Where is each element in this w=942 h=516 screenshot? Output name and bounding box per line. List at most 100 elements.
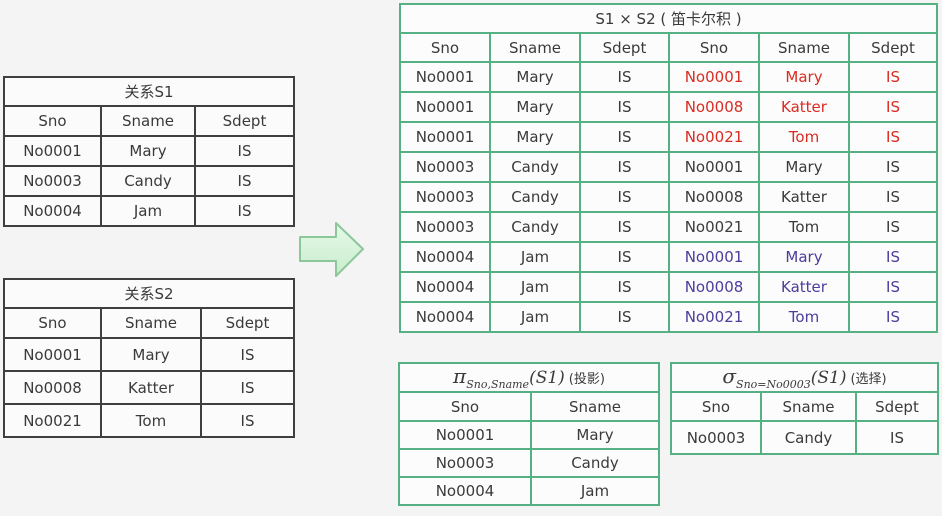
product-cell: Tom bbox=[758, 211, 850, 243]
projection-cell: Jam bbox=[530, 476, 660, 506]
product-cell: Mary bbox=[758, 151, 850, 183]
column-header: Sname bbox=[760, 391, 857, 422]
s2-cell: Mary bbox=[100, 337, 202, 372]
transform-arrow bbox=[297, 220, 367, 280]
column-header: Sname bbox=[100, 105, 196, 137]
product-cell: No0008 bbox=[668, 91, 760, 123]
product-cell: IS bbox=[848, 211, 938, 243]
table-title-row: 关系S2 bbox=[3, 278, 295, 309]
table-title: 关系S2 bbox=[3, 278, 295, 309]
table-title-row: 关系S1 bbox=[3, 76, 295, 107]
product-cell: No0001 bbox=[399, 91, 491, 123]
product-cell: No0001 bbox=[399, 121, 491, 153]
header-row: Sno Sname Sdept Sno Sname Sdept bbox=[399, 32, 938, 63]
sigma-operator: σ bbox=[722, 364, 737, 388]
product-cell: Tom bbox=[758, 301, 850, 333]
s1-cell: IS bbox=[194, 165, 295, 197]
column-header: Sno bbox=[399, 32, 491, 63]
product-cell: IS bbox=[579, 241, 670, 273]
product-cell: IS bbox=[579, 271, 670, 303]
product-cell: IS bbox=[579, 91, 670, 123]
product-cell: Mary bbox=[758, 61, 850, 93]
column-header: Sno bbox=[3, 105, 102, 137]
product-cell: No0003 bbox=[399, 211, 491, 243]
column-header: Sno bbox=[3, 307, 102, 339]
column-header: Sdept bbox=[194, 105, 295, 137]
formula-subscript: Sno=No0003 bbox=[736, 378, 811, 391]
product-cell: IS bbox=[848, 151, 938, 183]
product-cell: Candy bbox=[489, 151, 581, 183]
column-header: Sdept bbox=[848, 32, 938, 63]
formula-subscript: Sno,Sname bbox=[466, 378, 530, 391]
product-cell: Jam bbox=[489, 241, 581, 273]
product-cell: IS bbox=[579, 151, 670, 183]
product-cell: No0008 bbox=[668, 271, 760, 303]
formula-note: (选择) bbox=[850, 372, 887, 387]
product-cell: Tom bbox=[758, 121, 850, 153]
product-cell: Candy bbox=[489, 211, 581, 243]
product-cell: Jam bbox=[489, 301, 581, 333]
product-cell: IS bbox=[848, 271, 938, 303]
s2-cell: IS bbox=[200, 337, 295, 372]
formula-argument: (S1) bbox=[529, 368, 565, 388]
product-cell: No0001 bbox=[668, 241, 760, 273]
product-cell: IS bbox=[848, 301, 938, 333]
product-cell: IS bbox=[848, 91, 938, 123]
projection-cell: Mary bbox=[530, 420, 660, 450]
s1-cell: Mary bbox=[100, 135, 196, 167]
product-cell: No0021 bbox=[668, 301, 760, 333]
column-header: Sno bbox=[670, 391, 762, 422]
product-cell: IS bbox=[579, 61, 670, 93]
s2-cell: Tom bbox=[100, 403, 202, 438]
s2-cell: No0001 bbox=[3, 337, 102, 372]
product-cell: No0004 bbox=[399, 271, 491, 303]
table-title-row: σSno=No0003(S1)(选择) bbox=[670, 362, 939, 393]
s2-cell: No0008 bbox=[3, 370, 102, 405]
column-header: Sname bbox=[758, 32, 850, 63]
product-cell: Jam bbox=[489, 271, 581, 303]
projection-cell: No0001 bbox=[398, 420, 532, 450]
product-cell: Mary bbox=[489, 91, 581, 123]
column-header: Sno bbox=[398, 391, 532, 422]
s1-cell: No0001 bbox=[3, 135, 102, 167]
selection-table: σSno=No0003(S1)(选择) Sno Sname Sdept No00… bbox=[670, 362, 939, 455]
projection-cell: No0004 bbox=[398, 476, 532, 506]
product-cell: IS bbox=[579, 301, 670, 333]
s1-cell: No0003 bbox=[3, 165, 102, 197]
product-cell: IS bbox=[579, 121, 670, 153]
s1-cell: No0004 bbox=[3, 195, 102, 227]
projection-cell: Candy bbox=[530, 448, 660, 478]
product-cell: IS bbox=[848, 121, 938, 153]
product-cell: Katter bbox=[758, 91, 850, 123]
header-row: Sno Sname bbox=[398, 391, 660, 422]
selection-cell: Candy bbox=[760, 420, 857, 455]
column-header: Sname bbox=[100, 307, 202, 339]
s2-cell: IS bbox=[200, 370, 295, 405]
product-cell: Candy bbox=[489, 181, 581, 213]
product-cell: Mary bbox=[489, 121, 581, 153]
product-cell: Katter bbox=[758, 271, 850, 303]
column-header: Sname bbox=[530, 391, 660, 422]
product-cell: IS bbox=[848, 241, 938, 273]
product-cell: No0001 bbox=[668, 61, 760, 93]
product-cell: No0001 bbox=[668, 151, 760, 183]
column-header: Sname bbox=[489, 32, 581, 63]
formula-note: (投影) bbox=[568, 372, 605, 387]
formula-argument: (S1) bbox=[810, 368, 847, 388]
